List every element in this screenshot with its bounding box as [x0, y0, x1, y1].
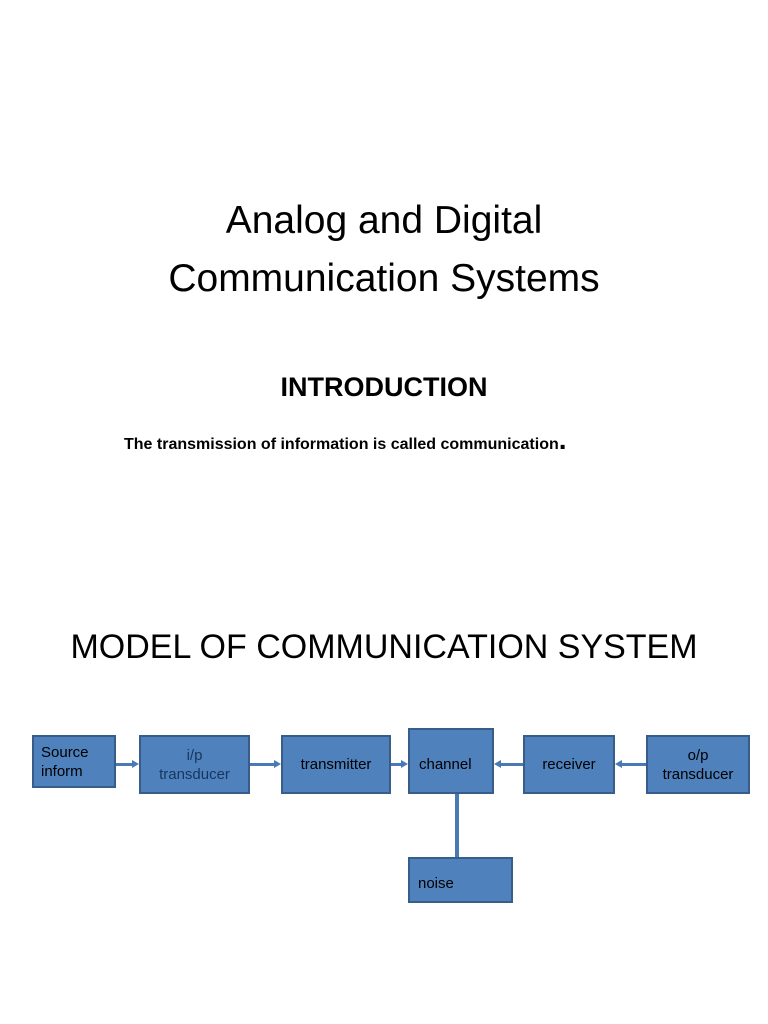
arrow-left-icon: [615, 760, 622, 768]
ip-label-line-1: i/p: [186, 746, 203, 764]
op-label-line-2: transducer: [662, 765, 734, 783]
arrow-right-icon: [401, 760, 408, 768]
arrow-right-icon: [132, 760, 139, 768]
connector-channel-to-noise: [455, 794, 459, 857]
source-label-line-1: Source: [41, 744, 89, 761]
transmitter-box: transmitter: [281, 735, 391, 794]
introduction-heading: INTRODUCTION: [280, 372, 488, 402]
receiver-label: receiver: [542, 756, 596, 773]
noise-box: noise: [408, 857, 513, 903]
transmitter-label: transmitter: [300, 756, 372, 773]
intro-sentence-text: The transmission of information is calle…: [124, 436, 559, 453]
title-line-1: Analog and Digital: [225, 199, 543, 242]
ip-label-line-2: transducer: [159, 765, 230, 783]
connector-ip-to-transmitter: [250, 763, 274, 766]
connector-receiver-to-channel: [501, 763, 523, 766]
connector-transmitter-to-channel: [391, 763, 401, 766]
source-label-line-2: inform: [41, 763, 83, 780]
op-label-line-1: o/p: [687, 746, 709, 764]
noise-label: noise: [418, 875, 454, 892]
model-section-title: MODEL OF COMMUNICATION SYSTEM: [70, 628, 698, 666]
source-information-box: Source inform: [32, 735, 116, 788]
connector-op-to-receiver: [622, 763, 646, 766]
connector-source-to-ip: [116, 763, 132, 766]
channel-label: channel: [419, 756, 472, 773]
arrow-left-icon: [494, 760, 501, 768]
output-transducer-box: o/p transducer: [646, 735, 750, 794]
channel-box: channel: [408, 728, 494, 794]
receiver-box: receiver: [523, 735, 615, 794]
title-line-2: Communication Systems: [168, 257, 600, 300]
slide-title: Analog and Digital Communication Systems: [0, 192, 768, 308]
input-transducer-box: i/p transducer: [139, 735, 250, 794]
arrow-right-icon: [274, 760, 281, 768]
intro-sentence: The transmission of information is calle…: [124, 426, 724, 454]
intro-sentence-period: .: [558, 424, 567, 455]
